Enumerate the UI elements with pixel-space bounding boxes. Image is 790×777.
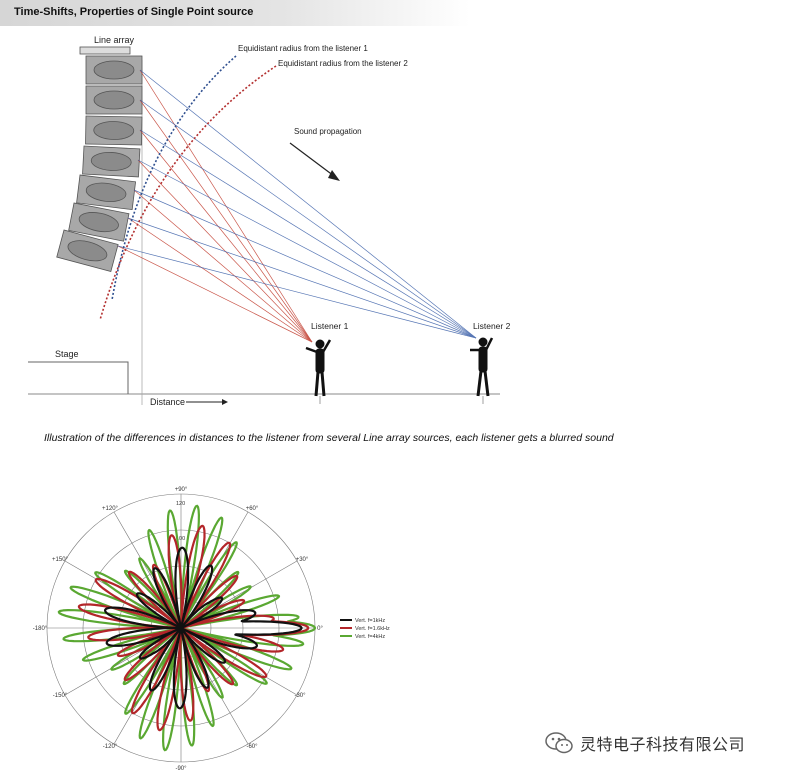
cabinet-3	[85, 115, 143, 146]
listener2-label: Listener 2	[473, 321, 511, 331]
lobe-1-6khz	[77, 524, 310, 732]
page-header: Time-Shifts, Properties of Single Point …	[0, 0, 470, 26]
radius1-label: Equidistant radius from the listener 1	[238, 44, 368, 53]
listener1-rays	[117, 69, 313, 343]
polar-plot: +90° +60° +30° 0° -30° -60° -90° -120° -…	[33, 487, 390, 772]
watermark: 灵特电子科技有限公司	[544, 730, 745, 756]
angle-label: +30°	[296, 557, 309, 563]
cabinet-2	[85, 85, 143, 115]
figure-caption: Illustration of the differences in dista…	[44, 432, 614, 444]
angle-label: +120°	[102, 506, 119, 512]
polar-angle-labels: +90° +60° +30° 0° -30° -60° -90° -120° -…	[33, 487, 324, 772]
listener2-rays	[117, 69, 477, 339]
listener1-figure	[305, 339, 332, 397]
angle-label: -30°	[294, 693, 306, 699]
propagation-label: Sound propagation	[294, 127, 362, 136]
angle-label: -120°	[103, 744, 118, 750]
ring-label: 100	[176, 536, 185, 542]
angle-label: -180°	[33, 626, 48, 632]
angle-label: +60°	[246, 506, 259, 512]
angle-label: +150°	[52, 557, 69, 563]
distance-arrowhead	[222, 399, 228, 405]
angle-label: +90°	[175, 487, 188, 493]
distance-label: Distance	[150, 397, 185, 407]
listener2-figure	[470, 337, 494, 397]
rigging-frame	[79, 46, 131, 55]
radius2-label: Equidistant radius from the listener 2	[278, 59, 408, 68]
stage-label: Stage	[55, 349, 79, 359]
angle-label: 0°	[317, 626, 323, 632]
cabinet-6	[68, 202, 130, 242]
propagation-arrow	[289, 142, 335, 177]
listener1-label: Listener 1	[311, 321, 349, 331]
radius1-arc	[111, 55, 237, 301]
lobe-1khz	[104, 546, 303, 710]
cabinet-1	[85, 55, 143, 85]
cabinet-7	[56, 229, 119, 273]
angle-label: -90°	[175, 766, 187, 772]
wechat-icon	[545, 732, 573, 754]
watermark-text: 灵特电子科技有限公司	[580, 735, 746, 754]
legend-label: Vert. f=1.6kHz	[355, 626, 390, 632]
polar-lobes	[57, 504, 317, 752]
angle-label: -150°	[53, 693, 68, 699]
line-array-label: Line array	[94, 35, 135, 45]
cabinet-5	[76, 174, 137, 211]
speaker-cabinets	[56, 55, 143, 273]
polar-legend: Vert. f=1kHz Vert. f=1.6kHz Vert. f=4kHz	[340, 618, 390, 640]
angle-label: -60°	[246, 744, 258, 750]
legend-label: Vert. f=4kHz	[355, 634, 385, 640]
stage-outline	[28, 361, 129, 394]
line-array-diagram: Stage Distance Line array	[28, 35, 511, 407]
cabinet-4	[82, 145, 141, 178]
ring-label: 120	[176, 501, 185, 507]
propagation-arrowhead	[328, 170, 340, 181]
legend-label: Vert. f=1kHz	[355, 618, 385, 624]
page-title: Time-Shifts, Properties of Single Point …	[14, 6, 254, 18]
